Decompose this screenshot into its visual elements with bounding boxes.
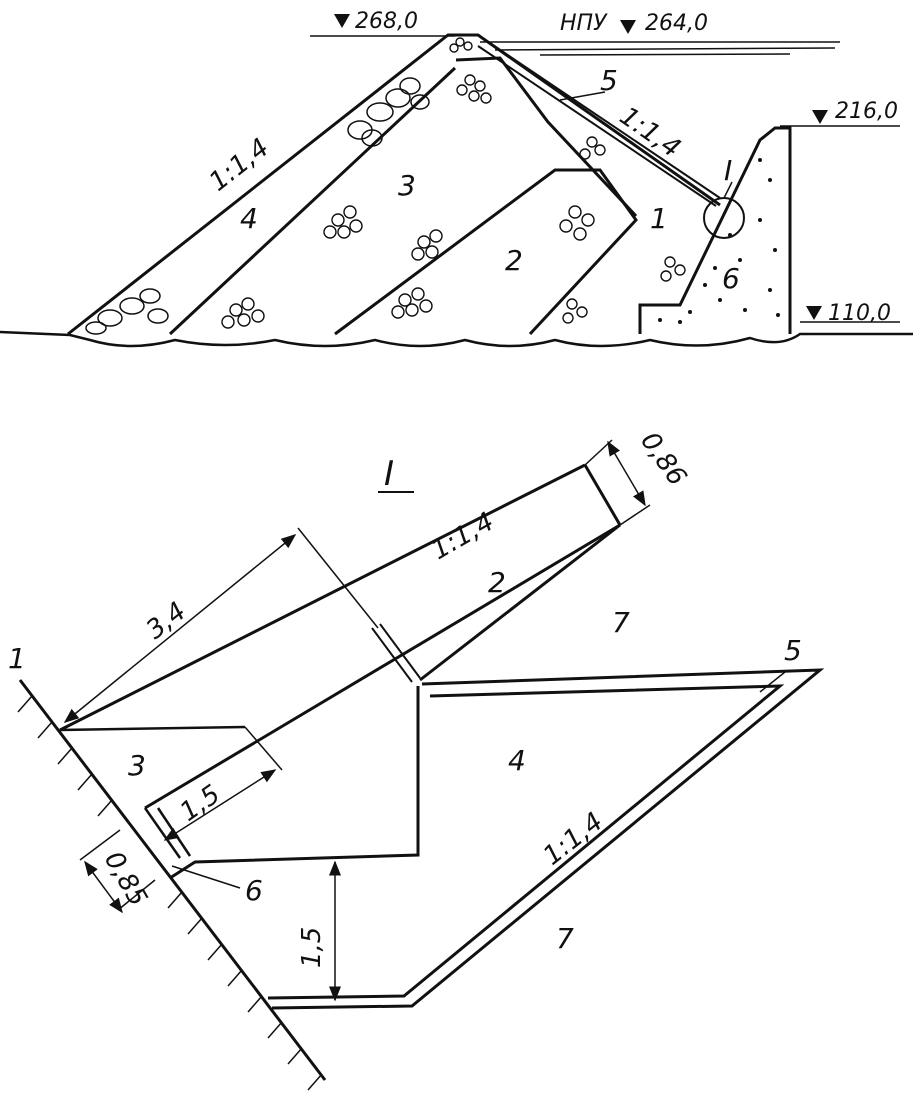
concrete-dots [658,158,780,324]
zone-label-3: 3 [398,169,416,202]
detail-circle [703,197,745,239]
leader-5 [559,91,606,101]
rockfill-texture [85,77,430,335]
leader-6 [171,865,241,889]
concrete-block [638,126,792,334]
dim-0-85 [79,829,156,914]
detail-zone-2: 2 [488,566,506,599]
dim-0-86 [584,439,651,526]
base-elevation: 110,0 [828,301,891,326]
water-surface [310,35,840,56]
dim-thickness-top-label: 0,86 [634,427,692,492]
dam-outline [67,33,721,336]
facing-layer [477,34,721,207]
abutment-line [18,679,327,1081]
gravel-clusters [221,37,686,329]
zone-label-4: 4 [240,202,258,235]
detail-zone-7-lower: 7 [556,922,574,955]
zone-1-boundary [455,56,638,218]
crest-elevation: 268,0 [355,9,418,34]
detail-zone-4: 4 [508,744,526,777]
detail-title: I [384,454,394,494]
dim-height-label: 1,5 [297,927,327,968]
detail-zone-1: 1 [8,642,26,675]
npu-elevation: 264,0 [645,11,708,36]
ground-line [0,330,913,348]
zone-label-2: 2 [505,244,523,277]
zone-label-1: 1 [650,202,668,235]
dim-length-label: 3,4 [141,596,192,645]
detail-slope-upper: 1:1,4 [427,507,500,566]
dam-cross-section: 268,0 НПУ 264,0 216,0 110,0 1:1,4 1:1,4 … [0,9,913,348]
detail-slope-lower: 1:1,4 [538,807,609,872]
joint-facing [371,623,421,683]
detail-leader [723,181,733,199]
abutment-hatch [17,695,323,1091]
detail-zone-5: 5 [784,634,802,667]
detail-zone-3: 3 [128,749,146,782]
leader-5-detail [759,671,786,693]
detail-zone-7-upper: 7 [612,606,630,639]
npu-label: НПУ [560,11,608,36]
downstream-top-elevation: 216,0 [835,99,898,124]
upstream-slope: 1:1,4 [204,133,275,198]
zone-label-6: 6 [722,262,740,295]
zone-4-boundary [168,66,457,336]
detail-marker: I [724,154,732,187]
dim-thickness-left-label: 0,85 [98,847,153,912]
zone-label-5: 5 [600,64,618,97]
zone-2-boundary [334,168,638,336]
dim-3-4 [63,527,379,723]
dim-1-5-mid [163,726,283,841]
detail-zone-6: 6 [245,874,263,907]
elevation-markers [334,14,828,320]
zone-5-contour [267,668,825,1010]
detail-view: I [8,427,825,1091]
zone-3-region [59,725,246,732]
